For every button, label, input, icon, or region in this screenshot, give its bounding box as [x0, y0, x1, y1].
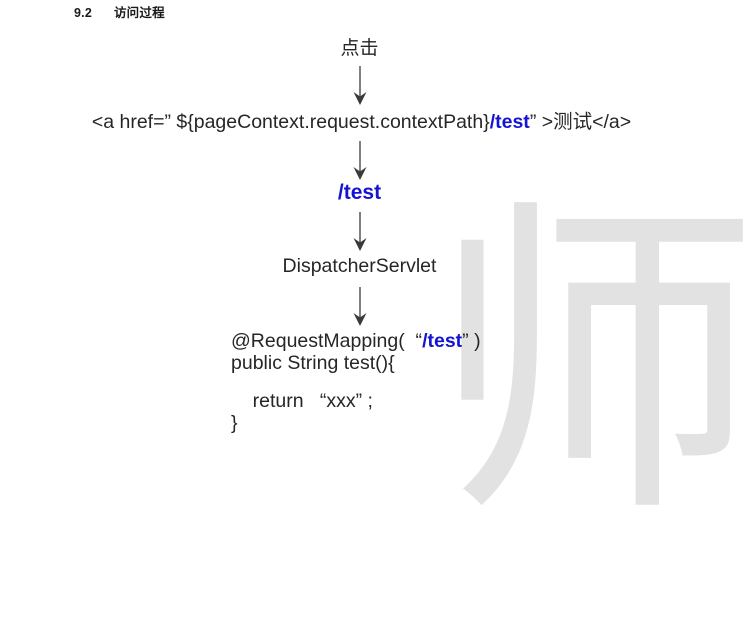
code-annotation-highlight-path: /test	[422, 330, 463, 352]
anchor-suffix: ” >测试</a>	[529, 111, 632, 133]
arrow-click-to-anchor-icon	[0, 66, 747, 106]
code-return-line: return “xxx” ;	[231, 390, 373, 412]
document-body: 9.2 访问过程 点击 <a href=” ${pageContext.reque…	[0, 2, 747, 434]
code-blank-line	[231, 374, 481, 390]
flow-node-click: 点击	[340, 38, 379, 59]
section-heading: 9.2 访问过程	[74, 2, 165, 21]
anchor-highlight-path: /test	[489, 111, 530, 133]
code-close-brace: }	[231, 412, 238, 434]
flow-node-dispatcher-servlet: DispatcherServlet	[282, 255, 437, 277]
code-method-signature: public String test(){	[231, 352, 395, 374]
heading-number: 9.2	[74, 6, 92, 20]
arrow-dispatcher-to-code-icon	[0, 287, 747, 327]
heading-title: 访问过程	[113, 6, 165, 20]
arrow-anchor-to-path-icon	[0, 141, 747, 181]
anchor-prefix: <a href=” ${pageContext.request.contextP…	[91, 111, 490, 133]
flow-node-controller-code: @RequestMapping( “/test” ) public String…	[231, 330, 481, 434]
flow-node-request-path: /test	[337, 181, 382, 204]
flow-node-anchor-tag: <a href=” ${pageContext.request.contextP…	[0, 111, 735, 133]
code-annotation-suffix: ” )	[462, 330, 481, 352]
arrow-path-to-dispatcher-icon	[0, 212, 747, 252]
code-annotation-prefix: @RequestMapping( “	[231, 330, 423, 352]
